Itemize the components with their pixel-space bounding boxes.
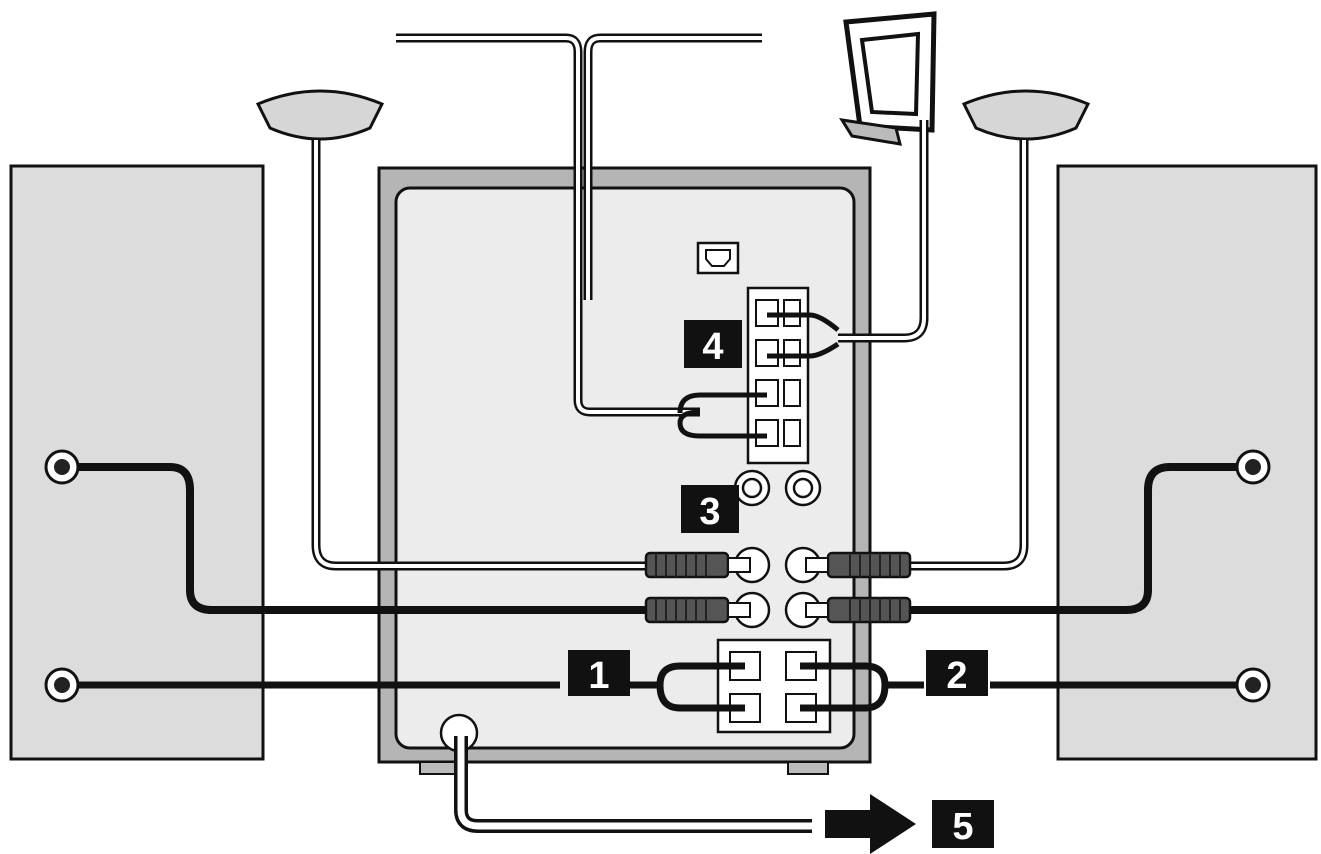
step-badge-3-label: 3 [699, 491, 720, 533]
step-badge-2: 2 [926, 650, 988, 697]
step-badge-4: 4 [684, 320, 742, 368]
rca-plug-left-lower [644, 596, 751, 624]
step-badge-4-label: 4 [702, 326, 723, 368]
step-badge-5: 5 [932, 800, 994, 848]
left-speaker-terminal-bottom [44, 667, 80, 703]
left-satellite-speaker [255, 89, 650, 571]
right-satellite-speaker [906, 89, 1091, 571]
right-speaker [1056, 164, 1318, 761]
right-speaker-terminal-bottom [1235, 667, 1271, 703]
step-badge-2-label: 2 [946, 655, 967, 697]
step-badge-1: 1 [568, 650, 630, 697]
rca-plug-right-lower [805, 596, 912, 624]
am-loop-antenna [767, 11, 937, 359]
step-badge-3: 3 [681, 485, 739, 533]
left-speaker-terminal-top [44, 449, 80, 485]
speaker-terminal-block [716, 638, 832, 734]
optical-jack [696, 241, 740, 275]
step-badge-1-label: 1 [588, 655, 609, 697]
rca-plug-right-upper [805, 551, 912, 579]
left-speaker-wire [78, 662, 745, 712]
power-cord [454, 736, 812, 833]
right-speaker-terminal-top [1235, 449, 1271, 485]
left-speaker-rca-cable [78, 463, 650, 614]
left-speaker [9, 164, 265, 761]
rca-jack-spare-right [784, 469, 822, 507]
right-speaker-wire [800, 662, 1237, 712]
rca-jack-spare-left [733, 469, 771, 507]
right-speaker-rca-cable [906, 463, 1237, 614]
fm-t-antenna [396, 33, 767, 439]
arrow-right-icon [825, 794, 916, 854]
rca-plug-left-upper [644, 551, 751, 579]
step-badge-5-label: 5 [952, 806, 973, 848]
